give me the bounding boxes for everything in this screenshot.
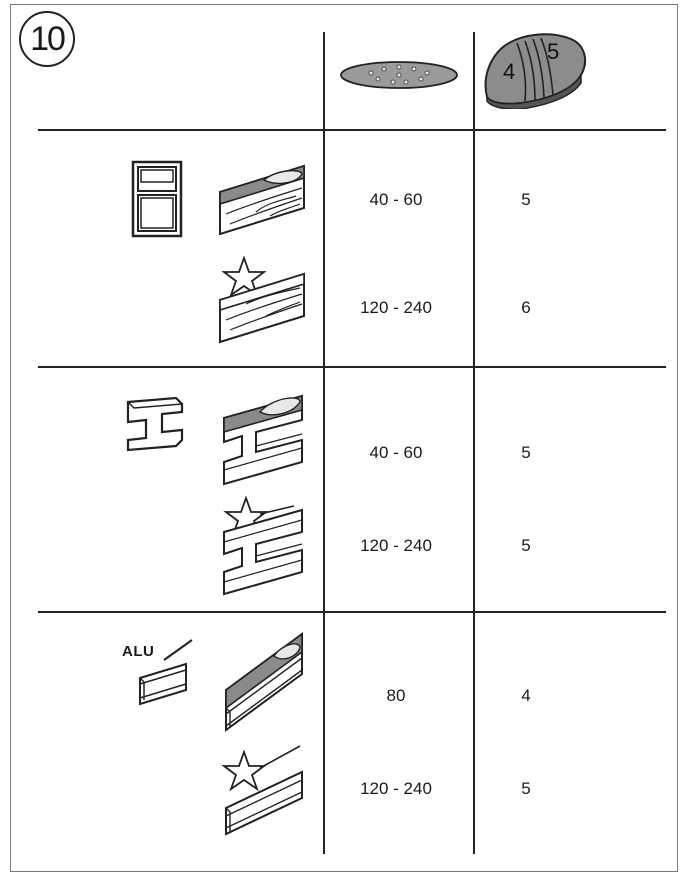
step-number: 10 [30, 19, 66, 58]
grit-cell: 80 [386, 686, 406, 705]
speed-cell: 4 [521, 686, 531, 705]
window-frame-icon [131, 160, 183, 238]
wood-fine-icon [219, 255, 305, 344]
instruction-frame [10, 4, 678, 872]
grit-cell: 40 - 60 [369, 443, 423, 462]
column-divider-2 [473, 32, 475, 854]
dial-number-5: 5 [547, 39, 559, 64]
speed-dial-icon: 4 5 [484, 33, 587, 109]
alu-rough-icon [225, 632, 303, 732]
speed-cell: 6 [521, 298, 531, 317]
metal-fine-icon [223, 495, 303, 596]
metal-rough-icon [223, 394, 303, 486]
grit-cell: 40 - 60 [369, 190, 423, 209]
grit-cell: 120 - 240 [360, 779, 432, 798]
aluminium-profile-icon [139, 639, 193, 706]
speed-cell: 5 [521, 536, 531, 555]
speed-cell: 5 [521, 443, 531, 462]
header-divider [38, 129, 666, 131]
section-divider-1 [38, 366, 666, 368]
grit-cell: 120 - 240 [360, 536, 432, 555]
alu-fine-icon [221, 745, 303, 836]
steel-beam-icon [126, 396, 184, 452]
dial-number-4: 4 [503, 59, 515, 84]
speed-cell: 5 [521, 779, 531, 798]
speed-cell: 5 [521, 190, 531, 209]
section-divider-2 [38, 611, 666, 613]
sanding-pad-icon [340, 61, 458, 89]
step-number-badge: 10 [19, 11, 75, 67]
grit-cell: 120 - 240 [360, 298, 432, 317]
wood-rough-icon [219, 164, 305, 236]
aluminium-label: ALU [122, 643, 155, 660]
column-divider-1 [323, 32, 325, 854]
